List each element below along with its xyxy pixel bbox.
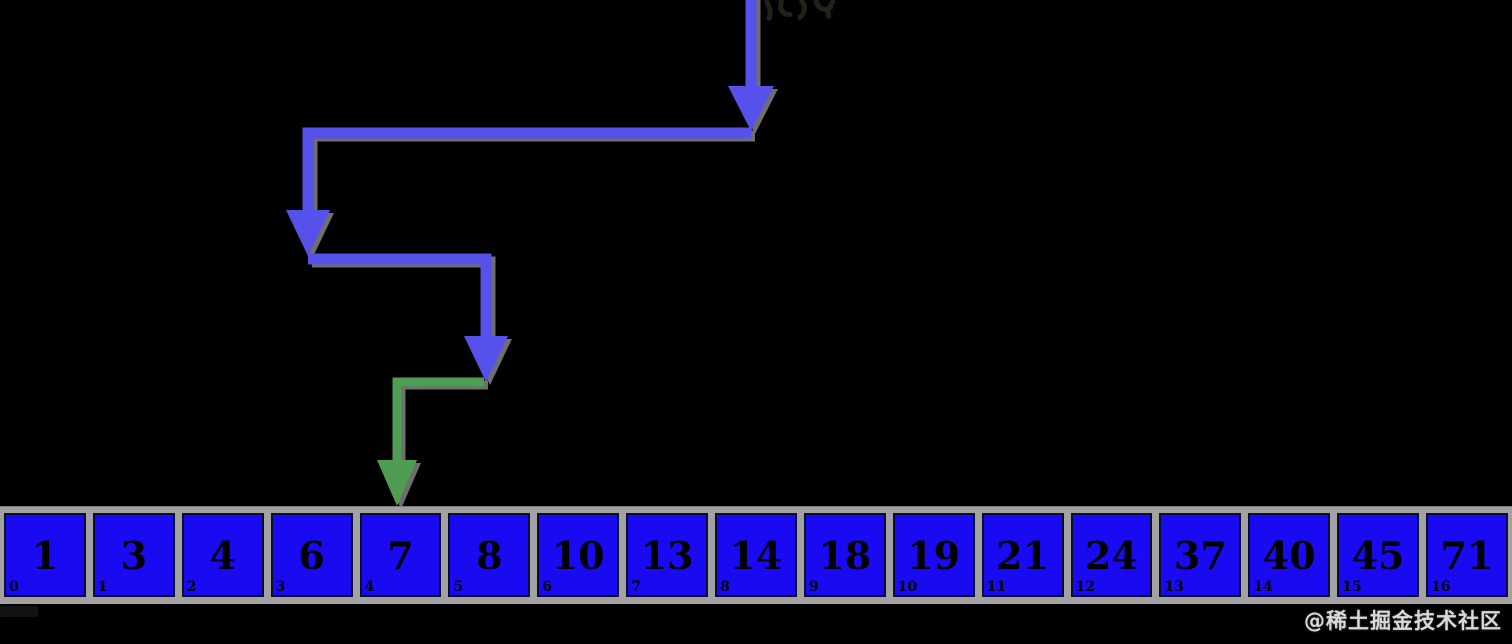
cropped-annotation-glyphs (763, 0, 837, 22)
bottom-left-artifact (0, 606, 38, 617)
array-cell: 8 5 (448, 513, 531, 597)
array-cell-index: 1 (97, 578, 108, 595)
array-cell-index: 2 (186, 578, 197, 595)
array-cell-value: 37 (1173, 533, 1227, 578)
array-cell-index: 4 (364, 578, 375, 595)
array-cell-value: 40 (1262, 533, 1316, 578)
array-cell-index: 0 (9, 578, 19, 595)
array-cell-value: 13 (640, 533, 694, 578)
array-cell-value: 21 (996, 533, 1049, 578)
array-cell-index: 12 (1075, 578, 1095, 595)
array-cell-value: 45 (1351, 533, 1405, 578)
array-cell-index: 13 (1164, 578, 1184, 595)
array-cell-value: 7 (387, 533, 414, 578)
array-cell: 7 4 (359, 513, 442, 597)
array-cell-index: 3 (275, 578, 286, 595)
watermark: @稀土掘金技术社区 (1304, 609, 1502, 633)
array-cell: 24 12 (1070, 513, 1153, 597)
array-strip: 1 0 3 1 4 2 6 3 7 4 8 5 10 6 (0, 506, 1512, 604)
array-cell-index: 7 (631, 578, 641, 595)
array-cell: 6 3 (270, 513, 353, 597)
array-cell-index: 15 (1342, 578, 1362, 595)
array-cell: 18 9 (803, 513, 886, 597)
array-cell-index: 5 (453, 578, 464, 595)
array-cell-value: 71 (1440, 533, 1494, 578)
array-cell-index: 10 (897, 578, 918, 595)
array-cell-value: 18 (818, 533, 872, 578)
arrow-step-2 (286, 127, 751, 256)
array-cell-index: 14 (1253, 578, 1273, 595)
array-cell-index: 8 (720, 578, 730, 595)
array-cell-index: 11 (986, 578, 1007, 595)
array-cell: 13 7 (626, 513, 708, 597)
array-cell-value: 4 (209, 533, 236, 578)
array-cell-value: 19 (907, 533, 961, 578)
array-cell: 71 16 (1426, 513, 1508, 597)
array-cell-value: 24 (1084, 533, 1138, 578)
array-cell: 10 6 (537, 513, 620, 597)
array-cell: 45 15 (1337, 513, 1419, 597)
arrow-step-4-found (377, 377, 484, 506)
array-cell-value: 8 (476, 533, 503, 578)
array-cell: 14 8 (715, 513, 797, 597)
array-cell-value: 10 (551, 533, 605, 578)
array-cell-index: 6 (542, 578, 552, 595)
array-cell-index: 16 (1431, 578, 1451, 595)
array-cell: 21 11 (981, 513, 1064, 597)
array-cell-index: 9 (808, 578, 819, 595)
array-cell-value: 3 (120, 533, 148, 578)
array-cell: 37 13 (1159, 513, 1242, 597)
array-cell: 1 0 (4, 513, 86, 597)
arrow-step-3 (308, 253, 508, 382)
array-cell: 19 10 (892, 513, 975, 597)
array-cell: 40 14 (1248, 513, 1331, 597)
array-cell: 3 1 (92, 513, 175, 597)
array-cell-value: 6 (298, 533, 325, 578)
array-cell-value: 1 (31, 533, 59, 578)
array-cell-value: 14 (729, 533, 783, 578)
arrow-step-1 (728, 0, 774, 131)
array-cell: 4 2 (181, 513, 264, 597)
